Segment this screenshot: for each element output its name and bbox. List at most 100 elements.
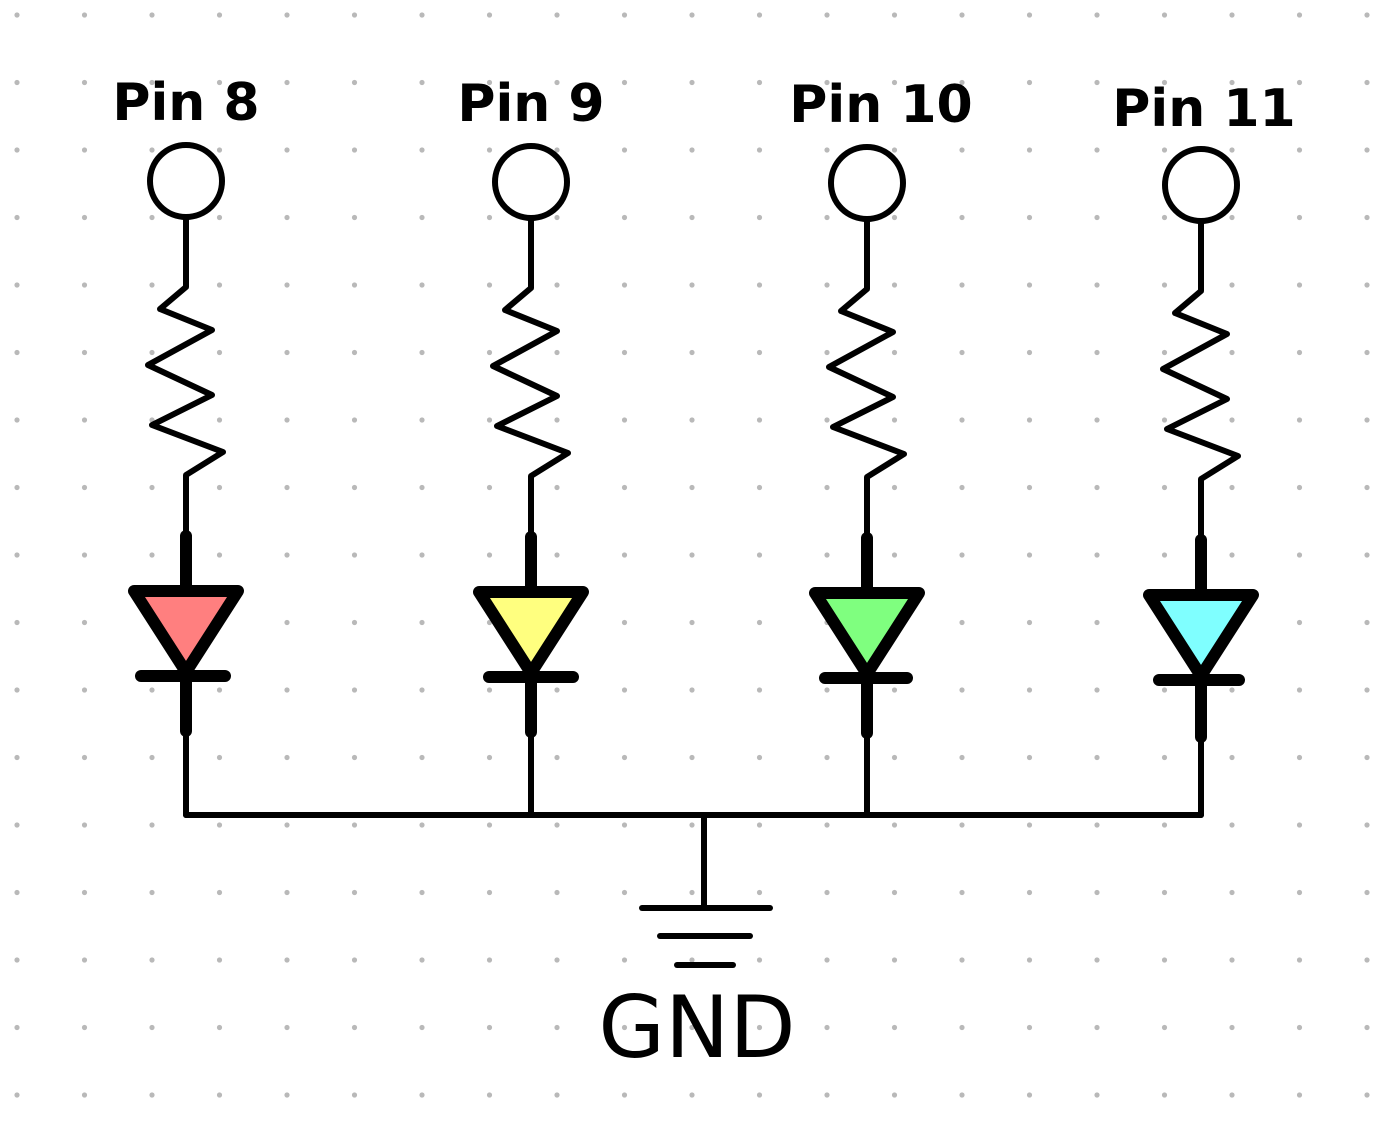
grid-dot: [216, 754, 223, 761]
grid-dot: [216, 214, 223, 221]
grid-dot: [824, 754, 830, 761]
grid-dot: [1364, 957, 1370, 963]
grid-dot: [824, 1024, 830, 1031]
grid-dot: [689, 754, 695, 761]
grid-dot: [1296, 957, 1303, 963]
grid-dot: [351, 889, 358, 896]
grid-dot: [689, 147, 695, 153]
ground-label: GND: [598, 978, 795, 1078]
grid-dot: [1026, 1024, 1033, 1031]
grid-dot: [621, 79, 628, 86]
grid-dot: [149, 282, 155, 288]
grid-dot: [1296, 79, 1303, 86]
led-diode-body: [128, 585, 244, 678]
grid-dot: [351, 12, 358, 18]
grid-dot: [621, 214, 628, 221]
grid-dot: [216, 417, 223, 423]
grid-dot: [959, 1024, 965, 1031]
grid-dot: [149, 889, 155, 896]
grid-dot: [689, 484, 695, 491]
grid-dot: [216, 1024, 223, 1031]
grid-dot: [216, 687, 223, 693]
grid-dot: [81, 349, 88, 356]
grid-dot: [1026, 417, 1033, 423]
grid-dot: [1094, 12, 1100, 18]
grid-dot: [689, 822, 695, 828]
grid-dot: [824, 282, 830, 288]
grid-dot: [1364, 552, 1370, 558]
grid-dot: [1296, 147, 1303, 153]
grid-dot: [959, 417, 965, 423]
grid-dot: [1364, 282, 1370, 288]
grid-dot: [1094, 619, 1100, 626]
grid-dot: [959, 214, 965, 221]
grid-dot: [1026, 147, 1033, 153]
grid-dot: [81, 1092, 88, 1098]
resistor: [1160, 218, 1241, 543]
grid-dot: [1229, 754, 1235, 761]
grid-dot: [891, 147, 898, 153]
resistor: [490, 215, 571, 540]
grid-dot: [1229, 552, 1235, 558]
grid-dot: [1296, 214, 1303, 221]
channel-pin-10: Pin 10: [789, 75, 973, 818]
grid-dot: [1296, 484, 1303, 491]
grid-dot: [1161, 12, 1168, 18]
grid-dot: [1296, 889, 1303, 896]
grid-dot: [621, 349, 628, 356]
grid-dot: [891, 889, 898, 896]
grid-dot: [554, 552, 560, 558]
grid-dot: [149, 349, 155, 356]
grid-dot: [1364, 417, 1370, 423]
grid-dot: [554, 214, 560, 221]
grid-dot: [149, 1092, 155, 1098]
grid-dot: [14, 1024, 20, 1031]
grid-dot: [756, 889, 763, 896]
grid-dot: [81, 12, 88, 18]
grid-dot: [891, 417, 898, 423]
grid-dot: [81, 957, 88, 963]
grid-dot: [824, 147, 830, 153]
pin-terminal: [147, 142, 225, 220]
grid-dot: [959, 484, 965, 491]
grid-dot: [419, 1092, 425, 1098]
grid-dot: [81, 147, 88, 153]
grid-dot: [419, 484, 425, 491]
ground-bus: [183, 812, 1204, 911]
grid-dot: [1094, 822, 1100, 828]
grid-dot: [554, 1024, 560, 1031]
grid-dot: [756, 619, 763, 626]
grid-dot: [554, 957, 560, 963]
grid-dot: [1026, 1092, 1033, 1098]
grid-dot: [554, 822, 560, 828]
grid-dot: [1161, 484, 1168, 491]
grid-dot: [1026, 619, 1033, 626]
channel-pin-8: Pin 8: [112, 73, 260, 818]
grid-dot: [216, 822, 223, 828]
grid-dot: [284, 282, 290, 288]
grid-dot: [959, 12, 965, 18]
grid-dot: [756, 822, 763, 828]
grid-dot: [81, 484, 88, 491]
grid-dot: [1229, 484, 1235, 491]
grid-dot: [554, 12, 560, 18]
grid-dot: [81, 282, 88, 288]
grid-dot: [486, 552, 493, 558]
grid-dot: [689, 889, 695, 896]
grid-dot: [351, 1092, 358, 1098]
grid-dot: [351, 754, 358, 761]
grid-dot: [81, 822, 88, 828]
grid-dot: [1026, 12, 1033, 18]
grid-dot: [891, 822, 898, 828]
grid-dot: [1094, 147, 1100, 153]
grid-dot: [1026, 687, 1033, 693]
grid-dot: [689, 619, 695, 626]
channel-pin-9: Pin 9: [457, 74, 605, 818]
grid-dot: [14, 147, 20, 153]
grid-dot: [824, 552, 830, 558]
grid-dot: [81, 552, 88, 558]
grid-dot: [1161, 147, 1168, 153]
grid-dot: [554, 79, 560, 86]
grid-dot: [756, 147, 763, 153]
grid-dot: [1161, 822, 1168, 828]
